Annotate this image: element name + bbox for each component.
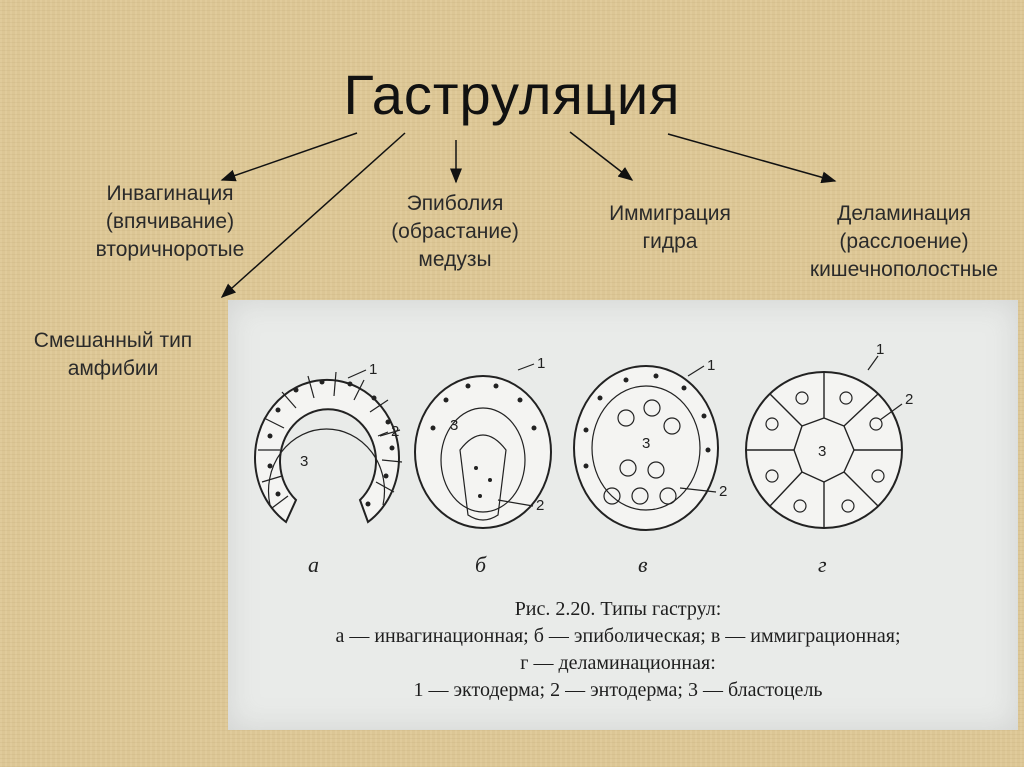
callout-v-3: 3: [642, 435, 650, 452]
label-invagination-name: Инвагинация: [106, 182, 234, 205]
page-title: Гаструляция: [343, 63, 681, 126]
callout-a-1: 1: [369, 361, 377, 378]
caption-title: Рис. 2.20. Типы гаструл:: [514, 598, 722, 620]
gastrula-a: [254, 371, 403, 524]
caption-line-3: 1 — эктодерма; 2 — энтодерма; 3 — бласто…: [413, 679, 823, 701]
label-mixed-example: амфибии: [67, 357, 159, 380]
label-mixed: Смешанный тип амфибии: [0, 327, 226, 383]
label-epiboly-name: Эпиболия: [406, 192, 504, 215]
label-invagination: Инвагинация (впячивание) вторичноротые: [60, 180, 280, 264]
letter-v: в: [638, 552, 648, 577]
label-mixed-name: Смешанный тип: [33, 329, 193, 352]
figure-caption: Рис. 2.20. Типы гаструл: а — инвагинацио…: [248, 596, 988, 704]
label-immigration: Иммиграция гидра: [580, 200, 760, 256]
callout-v-1: 1: [707, 357, 715, 374]
gastrula-g: [745, 371, 903, 529]
arrow-immigration: [569, 131, 634, 181]
label-immigration-name: Иммиграция: [609, 202, 731, 225]
callout-a-2: 2: [391, 423, 399, 440]
letter-a: а: [308, 552, 319, 577]
label-epiboly-translation: (обрастание): [391, 220, 519, 243]
label-delamination-example: кишечнополостные: [809, 258, 999, 281]
letter-g: г: [818, 552, 827, 577]
callout-g-2: 2: [905, 391, 913, 408]
gastrula-drawings: 1 2 3 1 2 3 1 2 3 1 2 3 а б в г: [254, 341, 913, 577]
callout-a-3: 3: [300, 453, 308, 470]
arrow-delamination: [667, 133, 837, 184]
label-invagination-translation: (впячивание): [105, 210, 235, 233]
caption-line-2: г — деламинационная:: [520, 652, 716, 674]
label-invagination-example: вторичноротые: [95, 238, 245, 261]
label-epiboly: Эпиболия (обрастание) медузы: [360, 190, 550, 274]
arrow-invagination: [220, 132, 358, 182]
label-delamination: Деламинация (расслоение) кишечнополостны…: [790, 200, 1018, 284]
gastrula-v: [573, 365, 719, 531]
callout-b-2: 2: [536, 497, 544, 514]
callout-v-2: 2: [719, 483, 727, 500]
callout-g-3: 3: [818, 443, 826, 460]
label-epiboly-example: медузы: [418, 248, 492, 271]
callout-g-1: 1: [876, 341, 884, 358]
label-delamination-name: Деламинация: [837, 202, 971, 225]
letter-b: б: [475, 552, 487, 577]
label-delamination-translation: (расслоение): [839, 230, 969, 253]
caption-line-1: а — инвагинационная; б — эпиболическая; …: [335, 625, 901, 647]
gastrula-figure: 1 2 3 1 2 3 1 2 3 1 2 3 а б в г Рис. 2.2…: [228, 300, 1018, 730]
arrow-mixed: [220, 132, 406, 299]
callout-b-1: 1: [537, 355, 545, 372]
gastrula-b: [414, 375, 552, 529]
callout-b-3: 3: [450, 417, 458, 434]
label-immigration-example: гидра: [642, 230, 698, 253]
